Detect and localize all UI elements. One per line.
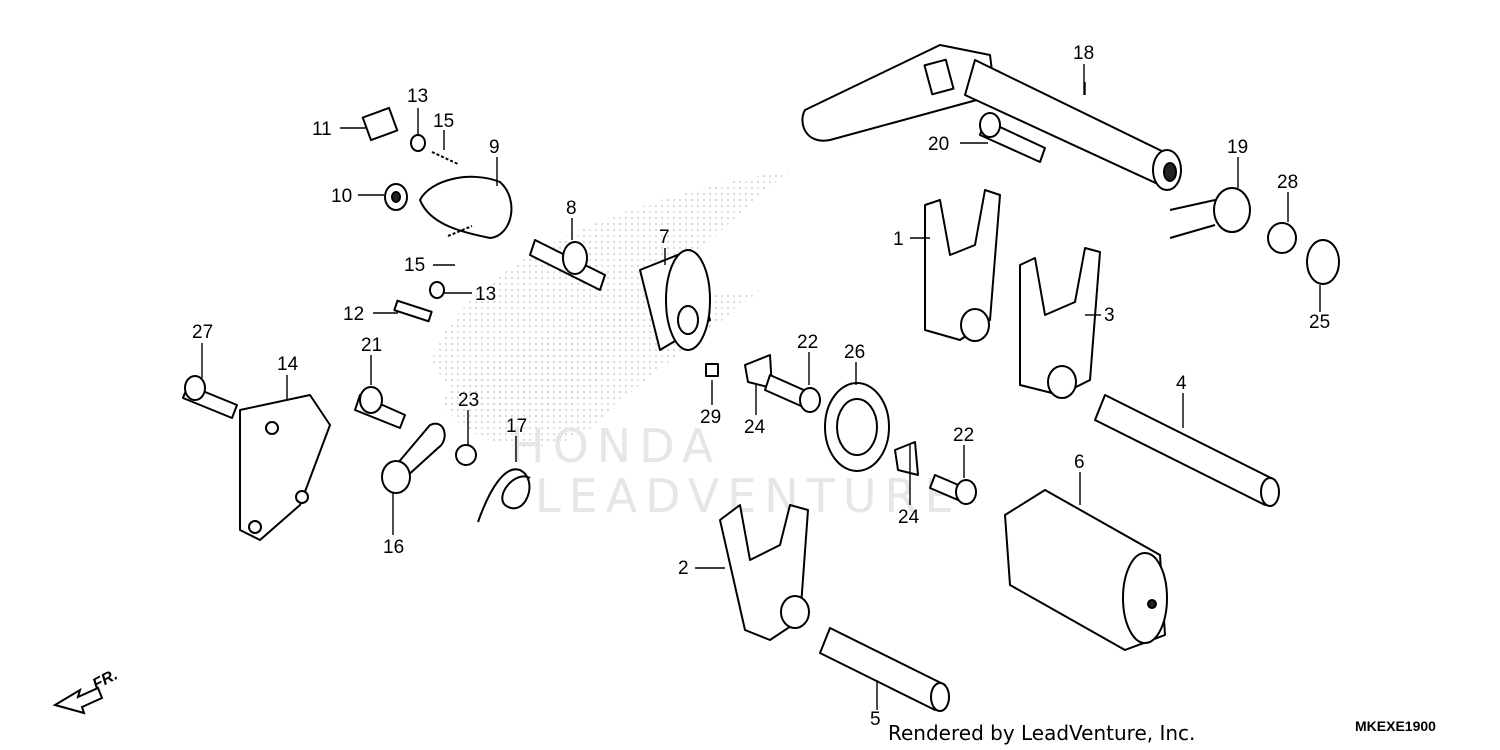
callout-22-left: 22 [797, 332, 818, 353]
callout-20: 20 [928, 134, 949, 155]
callout-28: 28 [1277, 172, 1298, 193]
callout-10: 10 [331, 186, 352, 207]
callout-9: 9 [489, 137, 500, 158]
fork-shafts [819, 394, 1280, 712]
callout-15-bottom: 15 [404, 255, 425, 276]
callout-26: 26 [844, 342, 865, 363]
callout-27: 27 [192, 322, 213, 343]
footer-credit: Rendered by LeadVenture, Inc. [888, 721, 1195, 745]
callout-8: 8 [566, 198, 577, 219]
callout-5: 5 [870, 709, 881, 730]
bolt-8-part [529, 239, 606, 291]
front-arrow-icon [52, 686, 104, 715]
drum-center-part [639, 249, 711, 351]
shift-forks [719, 189, 1101, 641]
callout-24-right: 24 [898, 507, 920, 528]
callout-23: 23 [458, 390, 479, 411]
bolt-20-part [979, 112, 1046, 163]
callout-11: 11 [312, 119, 332, 140]
callout-labels: 11 13 15 9 10 15 13 12 8 7 27 14 21 23 1… [192, 43, 1330, 730]
callout-4: 4 [1176, 373, 1187, 394]
spindle-spring-components [1169, 187, 1340, 285]
callout-16: 16 [383, 537, 404, 558]
callout-19: 19 [1227, 137, 1248, 158]
callout-21: 21 [361, 335, 382, 356]
leader-lines [201, 64, 1321, 710]
oil-seal-part [824, 382, 890, 472]
pin-and-collars [705, 354, 977, 505]
diagram-code: MKEXE1900 [1355, 718, 1436, 734]
shift-arm-components [354, 386, 531, 523]
callout-17: 17 [506, 416, 527, 437]
callout-13-bottom: 13 [475, 284, 496, 305]
gearshift-spindle-part [801, 44, 1182, 191]
callout-18: 18 [1073, 43, 1094, 64]
callout-2: 2 [678, 558, 689, 579]
callout-1: 1 [893, 229, 904, 250]
stopper-plate-part [182, 375, 331, 541]
stopper-components [361, 106, 513, 323]
callout-14: 14 [277, 354, 299, 375]
callout-24-left: 24 [744, 417, 766, 438]
shift-drum-part [1004, 489, 1168, 651]
callout-6: 6 [1074, 452, 1085, 473]
callout-3: 3 [1104, 305, 1115, 326]
honda-wing-watermark: HONDA LEADVENTURE [430, 170, 962, 523]
leadventure-watermark: LEADVENTURE [535, 469, 962, 523]
callout-22-right: 22 [953, 425, 974, 446]
front-direction-indicator: FR. [52, 666, 121, 715]
callout-13-top: 13 [407, 86, 428, 107]
callout-12: 12 [343, 304, 364, 325]
callout-25: 25 [1309, 312, 1330, 333]
callout-29: 29 [700, 407, 721, 428]
callout-15-top: 15 [433, 111, 454, 132]
brand-watermark: HONDA [510, 419, 721, 473]
callout-7: 7 [659, 227, 670, 248]
